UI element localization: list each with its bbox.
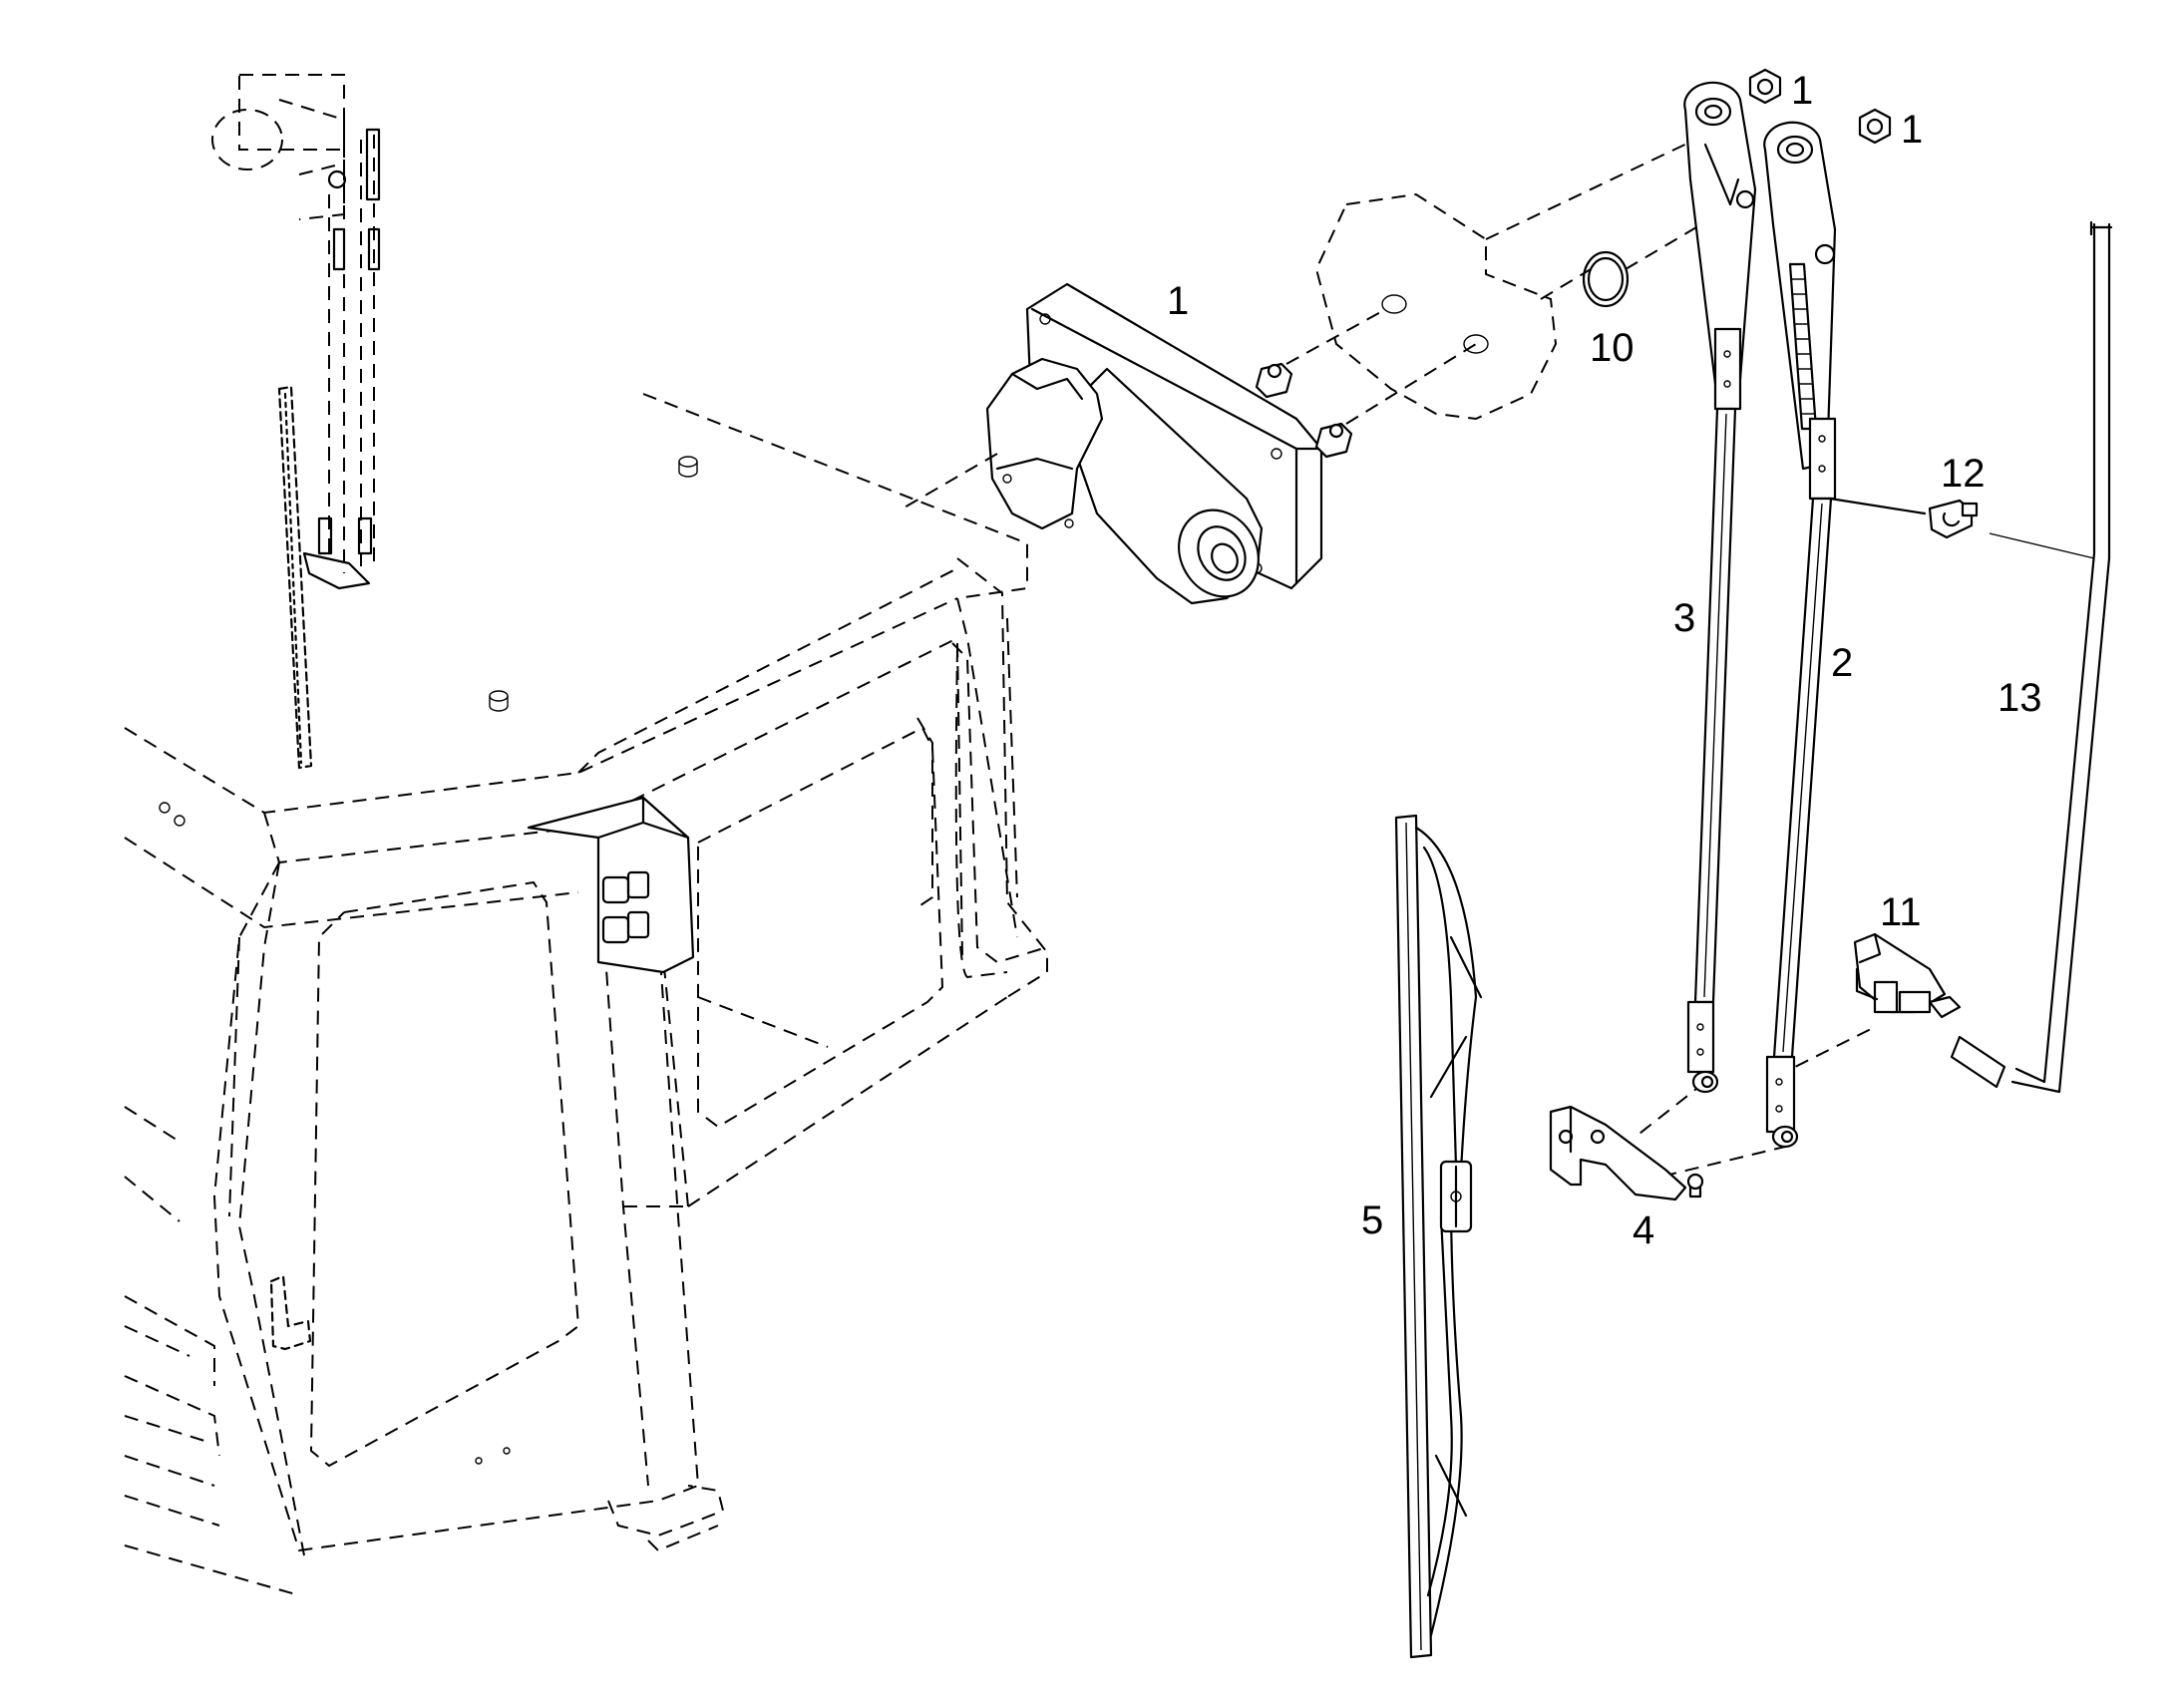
- callout-nut-b: 1: [1901, 108, 1923, 152]
- reference-wiper-assembly: [211, 74, 381, 770]
- hose-clip: [1828, 497, 1979, 539]
- callout-hose: 13: [1998, 676, 2042, 720]
- callout-arm-2: 2: [1831, 641, 1853, 685]
- mounting-bracket: [1549, 1105, 1704, 1201]
- nut-b: [1858, 108, 1892, 145]
- wiper-motor: [902, 192, 1558, 605]
- seal-ring: [1582, 250, 1630, 308]
- callout-bracket: 4: [1633, 1208, 1654, 1252]
- callout-blade: 5: [1361, 1198, 1383, 1242]
- cab-light-block: [527, 796, 695, 974]
- callout-nozzle: 11: [1880, 890, 1922, 934]
- callout-arm-3: 3: [1673, 596, 1695, 640]
- nut-a: [1748, 68, 1782, 105]
- cab-outline: [124, 393, 1048, 1596]
- callout-seal: 10: [1590, 326, 1635, 370]
- callout-clip: 12: [1941, 452, 1986, 496]
- washer-hose: [1950, 220, 2113, 1094]
- wiper-blade: [1394, 814, 1483, 1659]
- wiper-arm-2: [1763, 121, 1837, 1149]
- callout-nut-a: 1: [1791, 69, 1813, 113]
- wiper-arm-3: [1683, 81, 1757, 1094]
- callout-motor: 1: [1167, 279, 1189, 323]
- washer-nozzle: [1853, 932, 1962, 1019]
